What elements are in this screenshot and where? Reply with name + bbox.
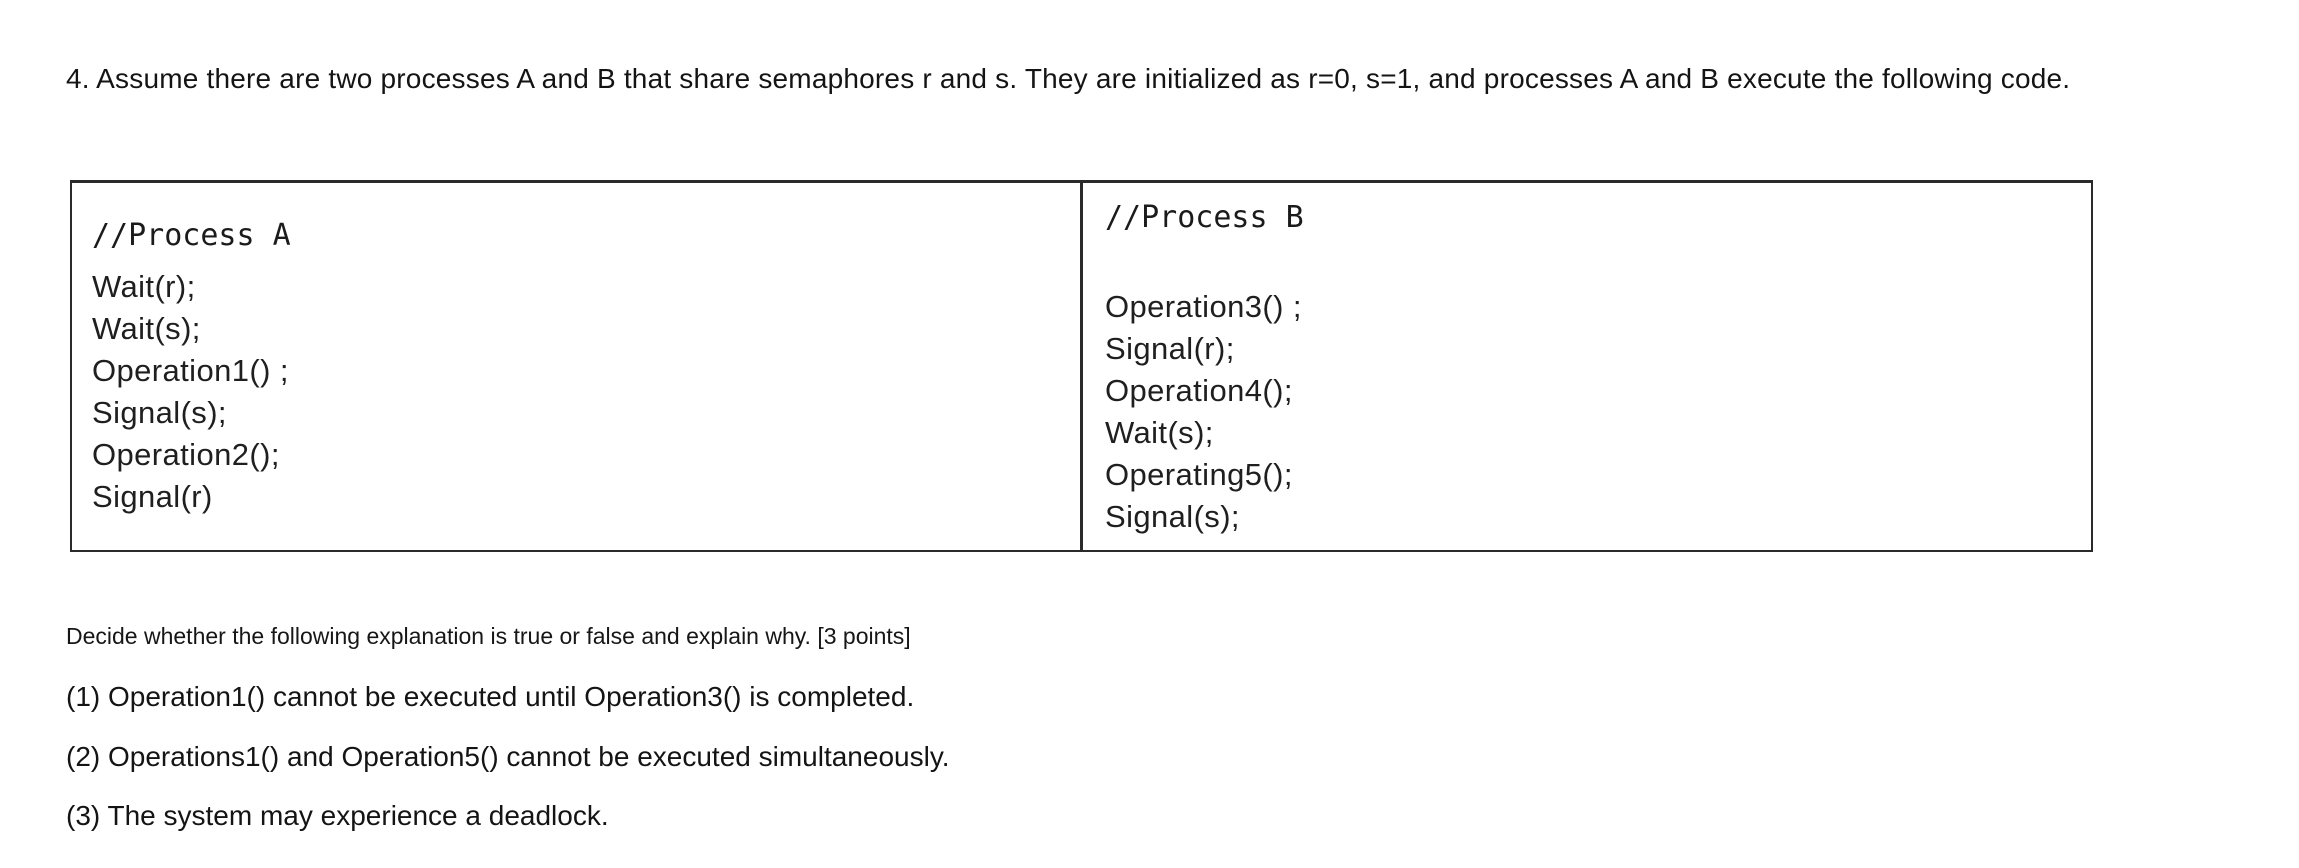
process-a-code: Wait(r); Wait(s); Operation1() ; Signal(… bbox=[92, 266, 289, 518]
code-line: Operation1() ; bbox=[92, 353, 289, 388]
code-line: Wait(r); bbox=[92, 269, 196, 304]
question-title: 4. Assume there are two processes A and … bbox=[66, 63, 2071, 94]
process-a-header: //Process A bbox=[92, 218, 291, 253]
code-line: Operating5(); bbox=[1105, 457, 1293, 492]
code-line: Operation2(); bbox=[92, 437, 280, 472]
code-line: Operation3() ; bbox=[1105, 289, 1302, 324]
process-b-code: Operation3() ; Signal(r); Operation4(); … bbox=[1105, 286, 1302, 538]
process-b-cell: //Process B Operation3() ; Signal(r); Op… bbox=[1083, 183, 2091, 550]
process-code-table: //Process A Wait(r); Wait(s); Operation1… bbox=[70, 180, 2093, 552]
statement-2: (2) Operations1() and Operation5() canno… bbox=[66, 741, 950, 772]
code-line: Signal(r) bbox=[92, 479, 213, 514]
statement-3: (3) The system may experience a deadlock… bbox=[66, 800, 609, 831]
code-line: Signal(s); bbox=[1105, 499, 1240, 534]
code-line: Wait(s); bbox=[92, 311, 201, 346]
code-line: Signal(s); bbox=[92, 395, 227, 430]
code-line: Operation4(); bbox=[1105, 373, 1293, 408]
process-b-header: //Process B bbox=[1105, 200, 1304, 235]
code-line: Wait(s); bbox=[1105, 415, 1214, 450]
table-column-divider bbox=[1080, 183, 1083, 550]
statement-1: (1) Operation1() cannot be executed unti… bbox=[66, 681, 915, 712]
process-a-cell: //Process A Wait(r); Wait(s); Operation1… bbox=[72, 183, 1080, 550]
instruction-text: Decide whether the following explanation… bbox=[66, 623, 911, 649]
code-line: Signal(r); bbox=[1105, 331, 1235, 366]
